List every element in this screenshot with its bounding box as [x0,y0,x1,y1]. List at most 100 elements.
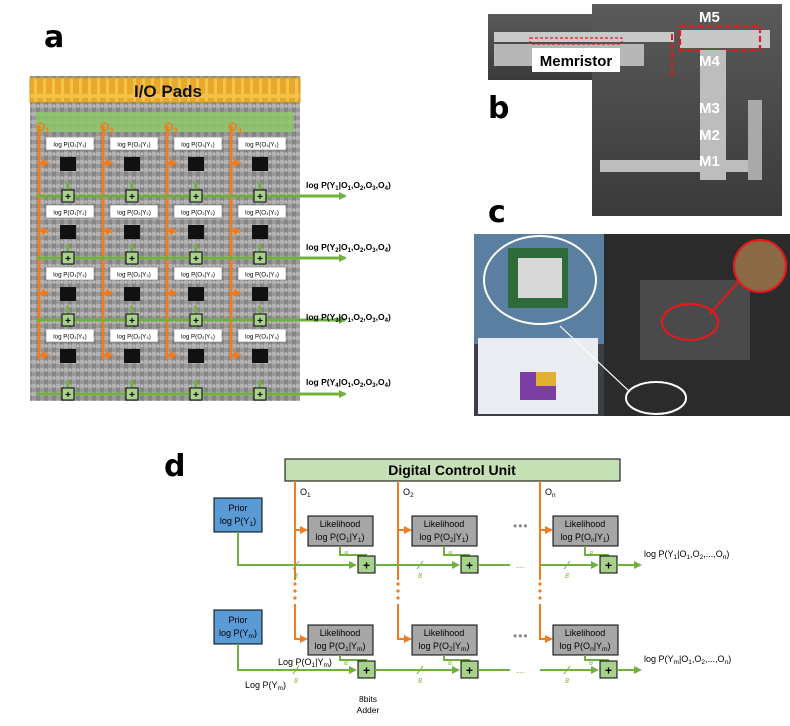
adder-block [61,251,75,265]
lik-pre: log P(O [315,532,346,542]
orange-vertical-dot [293,582,297,586]
output-o-sub: 3 [372,318,376,324]
output-o-sub: 2 [360,383,364,389]
lik-y-sub: m [602,646,607,653]
memristor-array-block [124,349,140,363]
lik-o-sub: 1 [346,537,350,544]
output-o-sub: 1 [348,248,352,254]
bottom-prior-label: Log P(Ym) [245,680,286,692]
column-label-sub: 1 [45,127,50,136]
cell-label-box [109,328,159,343]
lik-close: ) [466,641,469,651]
column-label-base: O [228,120,237,134]
cell-label-box [109,136,159,151]
adder-symbol: + [257,316,263,327]
prior-pre: log P(Y [220,516,250,526]
out-tail: ,...,O [705,654,725,664]
adder-symbol: + [363,559,370,573]
output-sep: ,O [351,180,360,190]
output-sep: ,O [376,180,385,190]
likelihood-word: Likelihood [565,519,606,529]
bus-width-label: 8 [565,678,569,685]
cell-label: log P(O₂|Y₃) [117,272,151,279]
memristor-array-block [60,287,76,301]
layer-label-m1: M1 [699,153,720,170]
orange-vertical-dot [538,589,542,593]
lik-mid: |Y [349,641,357,651]
output-sep: ,O [363,377,372,387]
layer-label-m5: M5 [699,9,720,26]
adder-block [253,251,267,265]
orange-vertical-dot [396,596,400,600]
memristor-label: Memristor [540,53,613,70]
memristor-switching-region [529,37,623,45]
column-label-sub: 3 [173,127,178,136]
output-sep: ,O [351,377,360,387]
bus-width-label: 8 [294,678,298,685]
lik-mid: |Y [453,641,461,651]
output-sep: ,O [376,377,385,387]
cell-label-box [45,266,95,281]
output-o-sub: 3 [372,248,376,254]
lik-close: ) [607,641,610,651]
lik-y-sub: 1 [358,537,362,544]
io-pad-strip [29,77,301,103]
likelihood-word: Likelihood [424,628,465,638]
cell-label: log P(O₂|Y₄) [117,334,151,341]
orange-vertical-dot [396,589,400,593]
cell-label-box [173,328,223,343]
cell-label-box [173,136,223,151]
column-label-2: O2 [403,487,414,499]
row-output-label-3: log P(Y3|O1,O2,O3,O4) [306,312,391,324]
memristor-array-block [188,157,204,171]
out-sep: ,O [692,654,702,664]
adder-symbol: + [363,664,370,678]
bus-tick [416,665,424,675]
output-o-sub: 4 [385,248,389,254]
m5-layer [680,30,770,48]
adder-symbol: + [605,559,612,573]
cell-label: log P(O₄|Y₃) [245,272,279,279]
cell-label-box [237,328,287,343]
lik-mid: |Y [595,532,603,542]
row-output-label-1: log P(Y1|O1,O2,O3,O4) [306,180,391,192]
bus-width-label: 8 [589,551,593,558]
prior-sub: 1 [249,521,253,528]
prior-word: Prior [228,615,247,625]
orange-vertical-dot [538,596,542,600]
adder-caption-line-1: 8bits [359,694,377,704]
likelihood-word: Likelihood [424,519,465,529]
output-o-sub: 2 [360,248,364,254]
out-on: n [725,659,729,666]
cell-label: log P(O₂|Y₂) [117,210,151,217]
prior-value-2: log P(Ym) [219,628,257,640]
orange-vertical-dot [293,589,297,593]
horizontal-dots: ... [516,665,524,676]
prior-box-2 [213,609,263,645]
column-label-sub: 4 [237,127,242,136]
adder-block [253,387,267,401]
likelihood-box [552,515,619,547]
lik-pre: log P(O [315,641,346,651]
row-output-label-4: log P(Y4|O1,O2,O3,O4) [306,377,391,389]
output-o-sub: 4 [385,186,389,192]
cell-label-box [237,204,287,219]
out-pre: log P(Y [644,654,674,664]
lik-close: ) [362,532,365,542]
adder-block [189,251,203,265]
memristor-array-block [124,157,140,171]
out-o1: 1 [688,659,692,666]
out-mid: |O [679,654,688,664]
out-close: ) [726,549,729,559]
column-label-3: O3 [164,120,178,136]
prior-sub: m [249,633,254,640]
output-o-sub: 1 [348,186,352,192]
output-o-sub: 4 [385,318,389,324]
out-sub: m [674,659,679,666]
horizontal-dots: ... [516,560,524,571]
adder-symbol: + [65,390,71,401]
lik-o-sub: 2 [450,537,454,544]
controller-pcb-board [518,258,562,298]
cell-label: log P(O₄|Y₄) [245,334,279,341]
bl-sub2: m [324,662,329,669]
